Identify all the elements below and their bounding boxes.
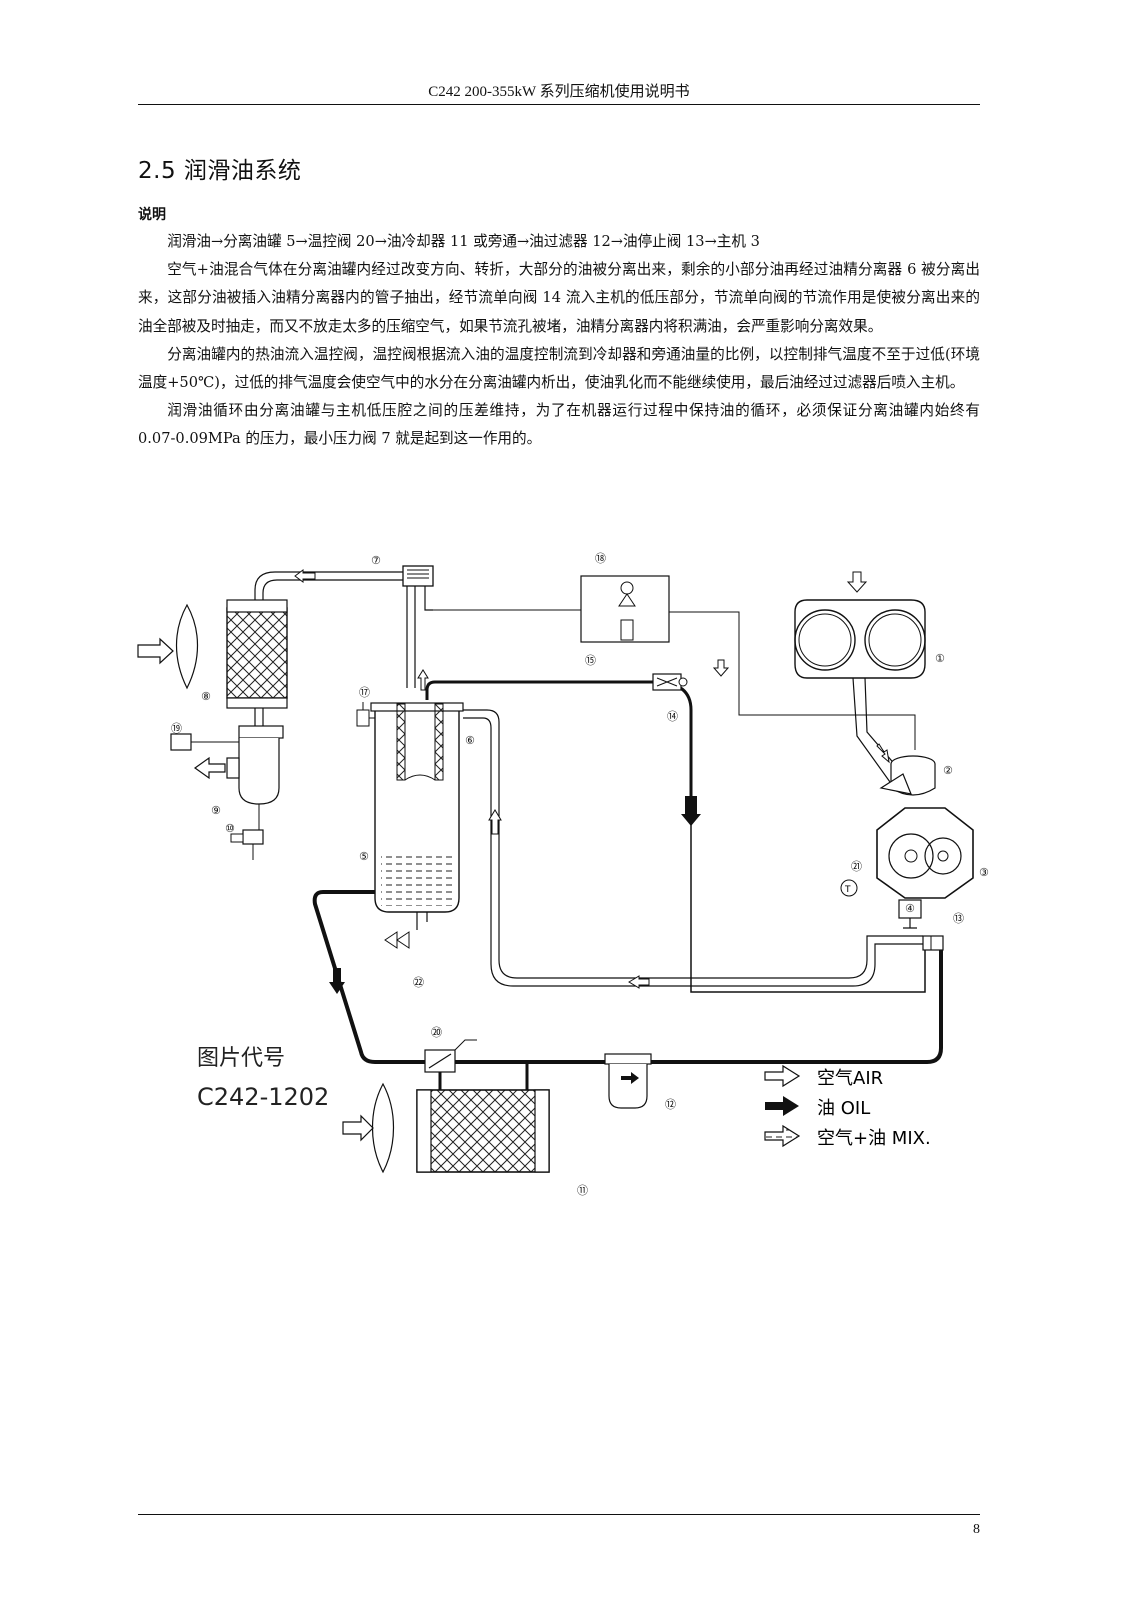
callout-21: ㉑	[851, 860, 862, 873]
scavenge-to-compressor	[690, 820, 926, 993]
sub-label: 说明	[138, 207, 166, 223]
oil-separator-tank-5	[370, 702, 464, 949]
paragraph: 空气+油混合气体在分离油罐内经过改变方向、转折，大部分的油被分离出来，剩余的小部…	[138, 261, 980, 335]
callout-13: ⑬	[953, 912, 964, 925]
pipe-separator-up	[406, 586, 416, 688]
callout-7: ⑦	[371, 554, 381, 567]
fan-top-left	[137, 603, 199, 690]
page-header: C242 200-355kW 系列压缩机使用说明书	[428, 84, 690, 100]
drain-box-19	[170, 733, 239, 751]
air-arrow-up	[417, 669, 429, 691]
paragraph: 分离油罐内的热油流入温控阀，温控阀根据流入油的温度控制流到冷却器和旁通油量的比例…	[138, 345, 980, 392]
air-filter-1	[794, 571, 926, 679]
intake-valve-2	[879, 755, 936, 796]
fan-bottom	[342, 1082, 395, 1174]
oil-arrow-down-left	[329, 968, 345, 994]
callouts: ⑦ ⑱ ⑮ ① ② ③ ⑧ ⑰ ⑥ ⑭ ⑲ ⑨ ⑩ ⑤ ㉑ ④ ⑬ ㉒ ⑳ ⑫ …	[171, 552, 989, 1197]
callout-14: ⑭	[667, 710, 678, 723]
callout-6: ⑥	[465, 734, 475, 747]
header-rule	[138, 104, 980, 105]
mix-arrow-down	[876, 743, 890, 764]
thermostat-unit: T	[840, 879, 922, 929]
svg-text:T: T	[844, 885, 851, 895]
footer-rule	[138, 1514, 980, 1515]
air-arrow-down-small	[712, 659, 730, 677]
air-arrow-left	[294, 569, 316, 583]
callout-8: ⑧	[201, 690, 211, 703]
oil-cooler-11	[416, 1089, 550, 1173]
diagram-code-label: 图片代号	[197, 1046, 285, 1071]
safety-valve-17	[356, 702, 375, 727]
scavenge-line	[425, 680, 693, 820]
callout-15: ⑮	[585, 654, 596, 667]
min-pressure-valve-7	[402, 565, 434, 611]
callout-20: ⑳	[431, 1026, 442, 1039]
oil-stop-valve-13	[922, 935, 944, 951]
callout-1: ①	[935, 652, 945, 665]
diagram-code-value: C242-1202	[197, 1083, 329, 1111]
mix-arrow-up	[488, 809, 502, 835]
callout-5: ⑤	[359, 850, 369, 863]
callout-10: ⑩	[225, 822, 235, 835]
page-number: 8	[973, 1522, 980, 1537]
water-separator-9	[193, 708, 284, 860]
callout-11: ⑪	[577, 1184, 588, 1197]
callout-17: ⑰	[359, 686, 370, 699]
body-text: 润滑油→分离油罐 5→温控阀 20→油冷却器 11 或旁通→油过滤器 12→油停…	[138, 228, 980, 454]
callout-12: ⑫	[665, 1098, 676, 1111]
main-compressor-3	[876, 807, 974, 899]
injection-pipe-outer	[463, 709, 923, 979]
oil-arrow-left-bottom	[628, 975, 650, 989]
legend-oil-label: 油 OIL	[817, 1098, 870, 1119]
oil-arrow-down-scavenge	[681, 796, 701, 826]
callout-3: ③	[979, 866, 989, 879]
throttle-check-valve-14	[652, 673, 688, 691]
lubrication-diagram: T	[137, 552, 989, 1197]
oil-loop-right	[455, 950, 943, 1064]
legend-air-label: 空气AIR	[817, 1068, 883, 1089]
oil-loop-left	[312, 890, 425, 1064]
legend-air-arrow	[764, 1064, 801, 1088]
legend-mix-label: 空气+油 MIX.	[817, 1128, 931, 1149]
legend-oil-arrow	[765, 1096, 799, 1116]
callout-2: ②	[943, 764, 953, 777]
paragraph: 润滑油→分离油罐 5→温控阀 20→油冷却器 11 或旁通→油过滤器 12→油停…	[167, 233, 760, 250]
callout-19: ⑲	[171, 722, 182, 735]
oil-filter-12	[604, 1053, 652, 1109]
control-line-right	[669, 611, 916, 750]
callout-22: ㉒	[413, 976, 424, 989]
thermostatic-valve-20	[424, 1039, 477, 1073]
legend-mix-arrow	[764, 1124, 801, 1148]
fine-separator-8	[226, 599, 288, 709]
paragraph: 润滑油循环由分离油罐与主机低压腔之间的压差维持，为了在机器运行过程中保持油的循环…	[138, 402, 980, 448]
pipe-top-air	[254, 571, 425, 600]
injection-pipe-inner	[463, 717, 923, 987]
intake-duct	[852, 677, 904, 783]
legend: 空气AIR 油 OIL 空气+油 MIX.	[764, 1064, 931, 1149]
control-unit-18-15	[580, 575, 670, 643]
callout-9: ⑨	[211, 804, 221, 817]
cooler-inlet-pipes	[438, 1062, 529, 1090]
pipe-top-air-inner	[262, 579, 425, 600]
callout-18: ⑱	[595, 552, 606, 565]
section-title: 2.5 润滑油系统	[138, 158, 302, 184]
callout-4: ④	[905, 902, 915, 915]
